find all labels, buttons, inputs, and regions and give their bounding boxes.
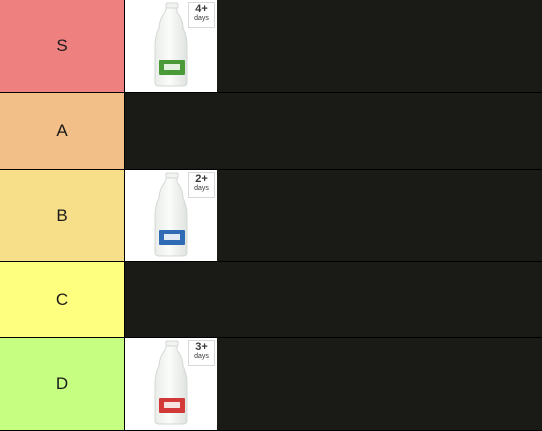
tier-item-milk-3-days[interactable]: 3+ days [125,338,217,430]
tier-items-d[interactable]: 3+ days [125,338,542,430]
milk-bottle-icon [154,2,188,87]
days-badge: 4+ days [188,2,215,28]
tier-row-d: D 3+ [0,338,542,430]
tier-items-c[interactable] [125,262,542,337]
tier-row-b: B 2+ [0,170,542,261]
milk-bottle-icon [154,340,188,425]
tier-row-s: S 4+ [0,0,542,92]
tier-items-s[interactable]: 4+ days [125,0,542,92]
tier-label-b: B [0,170,124,261]
tier-items-b[interactable]: 2+ days [125,170,542,261]
tier-row-a: A [0,93,542,169]
tier-label-c: C [0,262,124,337]
tier-item-milk-2-days[interactable]: 2+ days [125,170,217,261]
tier-label-s: S [0,0,124,92]
days-badge: 3+ days [188,340,215,366]
tier-row-c: C [0,262,542,337]
milk-bottle-icon [154,172,188,257]
tier-item-milk-4-days[interactable]: 4+ days [125,0,217,92]
tier-items-a[interactable] [125,93,542,169]
days-badge: 2+ days [188,172,215,198]
tier-label-a: A [0,93,124,169]
tier-label-d: D [0,338,124,430]
